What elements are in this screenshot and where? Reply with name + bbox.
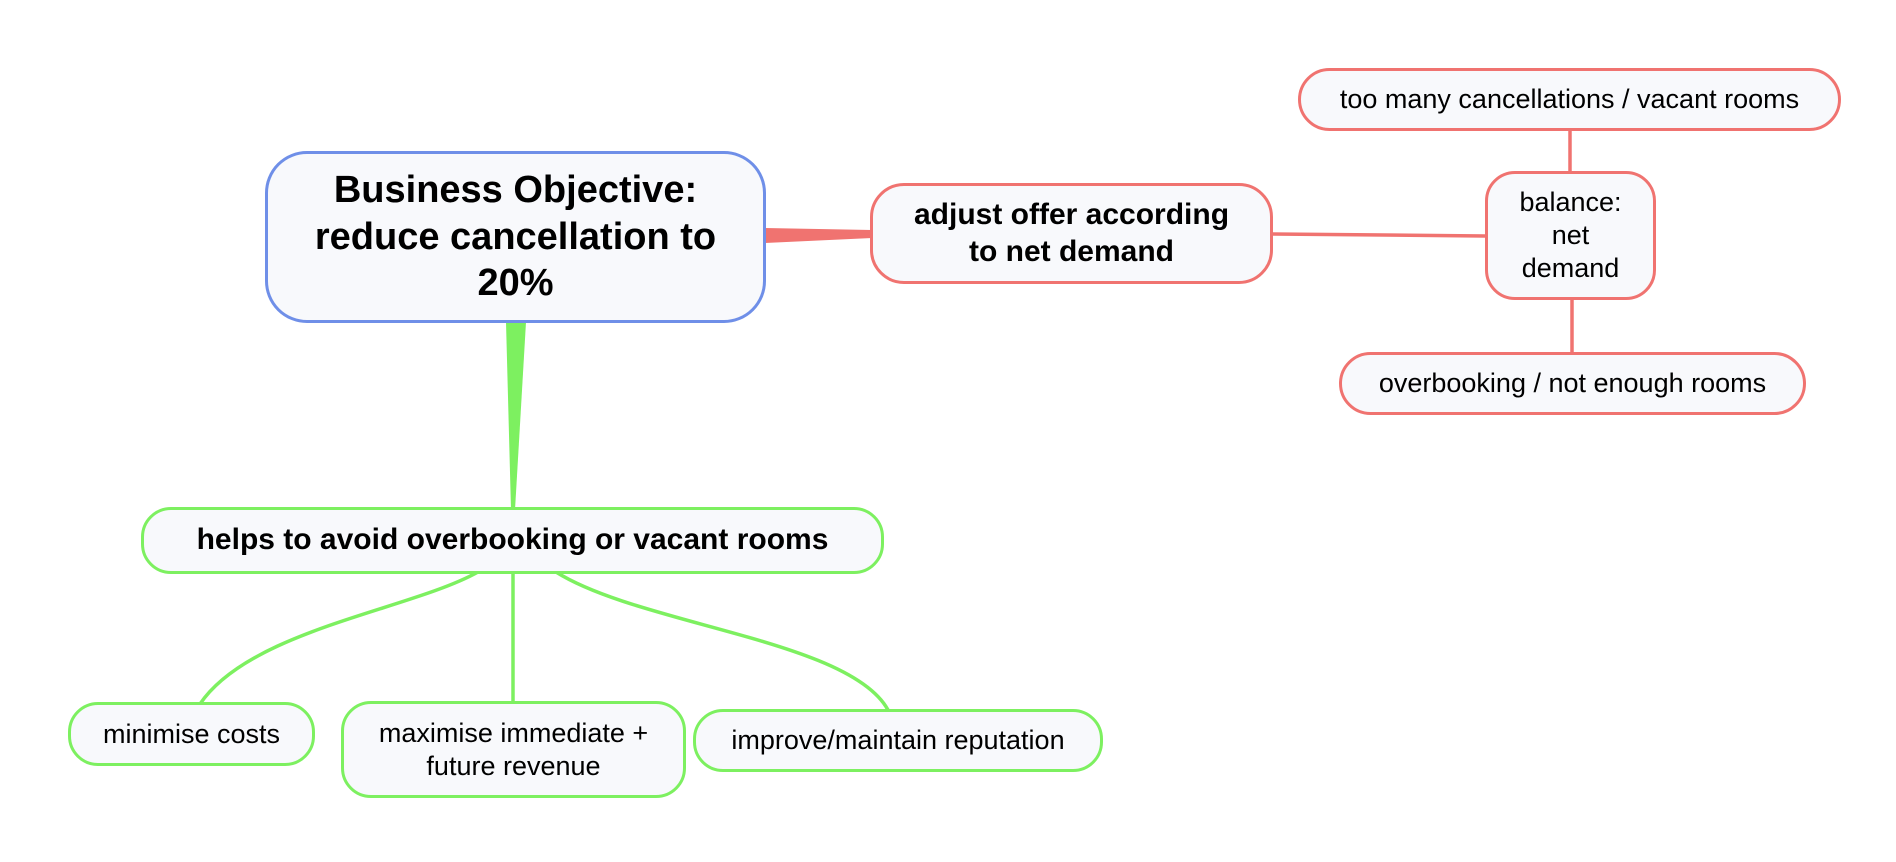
improve-reputation-text: improve/maintain reputation	[731, 725, 1065, 756]
helps-to-avoid-text: helps to avoid overbooking or vacant roo…	[196, 523, 829, 557]
root-objective-node[interactable]: Business Objective: reduce cancellation …	[265, 151, 766, 323]
maximise-revenue-text: maximise immediate + future revenue	[378, 717, 649, 781]
too-many-cancellations-node[interactable]: too many cancellations / vacant rooms	[1298, 68, 1841, 131]
link-root-to-helps	[506, 322, 526, 510]
minimise-costs-node[interactable]: minimise costs	[68, 702, 315, 766]
adjust-offer-node[interactable]: adjust offer according to net demand	[870, 183, 1273, 284]
helps-to-avoid-node[interactable]: helps to avoid overbooking or vacant roo…	[141, 507, 884, 574]
overbooking-node[interactable]: overbooking / not enough rooms	[1339, 352, 1806, 415]
maximise-revenue-node[interactable]: maximise immediate + future revenue	[341, 701, 686, 798]
balance-net-demand-node[interactable]: balance: net demand	[1485, 171, 1656, 300]
root-objective-text: Business Objective: reduce cancellation …	[314, 169, 717, 305]
too-many-cancellations-text: too many cancellations / vacant rooms	[1339, 84, 1800, 115]
link-helps-to-minimise-costs	[198, 570, 479, 705]
minimise-costs-text: minimise costs	[102, 718, 281, 749]
balance-net-demand-text: balance: net demand	[1519, 187, 1622, 283]
link-root-to-adjust-offer	[765, 228, 872, 243]
link-adjust-offer-to-balance	[1271, 232, 1486, 238]
adjust-offer-text: adjust offer according to net demand	[913, 197, 1230, 268]
link-helps-to-improve-reputation	[555, 570, 890, 711]
improve-reputation-node[interactable]: improve/maintain reputation	[693, 709, 1103, 772]
overbooking-text: overbooking / not enough rooms	[1378, 368, 1767, 399]
